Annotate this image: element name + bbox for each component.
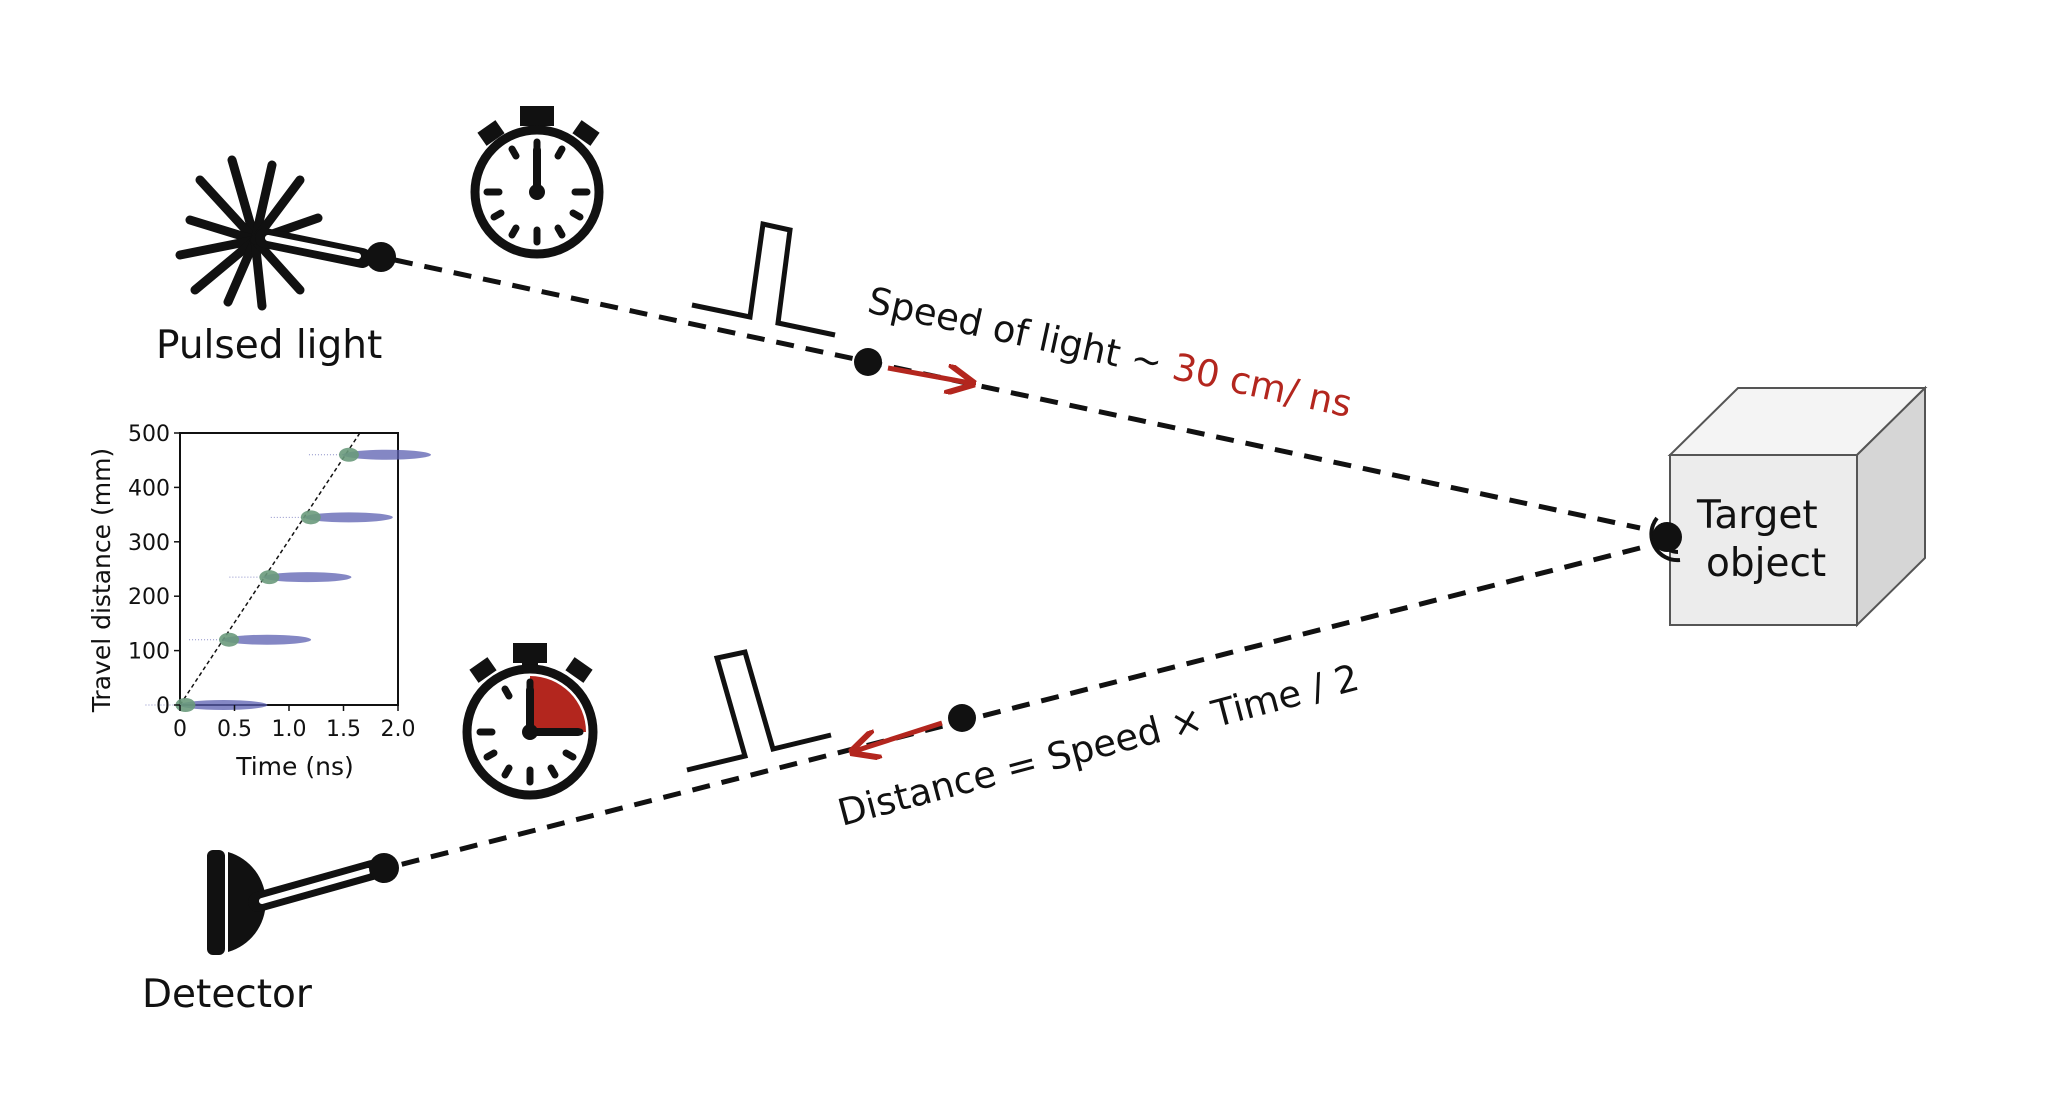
chart-point-streak: [223, 634, 312, 645]
return-beam: [394, 545, 1641, 869]
chart-ytick-label: 100: [128, 640, 170, 665]
chart-point: [300, 510, 321, 525]
chart-xtick-label: 0.5: [217, 717, 252, 742]
chart-point: [338, 447, 359, 462]
pulse-icon: [691, 220, 836, 338]
target-label-line1: Target: [1696, 493, 1818, 538]
chart-ytick-label: 500: [128, 422, 170, 447]
chart-ytick-label: 300: [128, 531, 170, 556]
chart-ylabel: Travel distance (mm): [87, 448, 116, 713]
pulse-position-return: [948, 704, 976, 732]
elapsed-wedge: [530, 676, 586, 732]
stopwatch-elapsed-icon: [462, 643, 598, 800]
chart-xtick-label: 2.0: [381, 717, 416, 742]
return-arrow-icon: [855, 720, 943, 751]
chart-xtick-label: 1.5: [326, 717, 361, 742]
chart-frame: [179, 432, 399, 706]
detector-icon: [207, 850, 382, 955]
arrow-icon: [887, 368, 970, 383]
chart-ytick-label: 200: [128, 585, 170, 610]
starburst-icon: [175, 155, 323, 311]
chart-point-streak: [342, 449, 431, 460]
detector-point: [369, 853, 399, 883]
target-label-line2: object: [1706, 541, 1826, 586]
chart-point-streak: [263, 572, 352, 583]
pulsed-light-label: Pulsed light: [156, 323, 382, 368]
speed-of-light-text: Speed of light ~ 30 cm/ ns: [864, 279, 1356, 426]
speed-value: 30 cm/ ns: [1169, 345, 1356, 426]
pulse-position-out: [854, 348, 882, 376]
reflection-point: [1649, 516, 1682, 563]
distance-formula: Distance = Speed × Time / 2: [833, 656, 1363, 835]
cube-icon: [1667, 385, 1928, 628]
chart-xtick-label: 1.0: [272, 717, 307, 742]
chart-ytick-label: 0: [156, 694, 170, 719]
chart-point-streak: [179, 700, 268, 710]
chart-point-streak: [304, 512, 393, 523]
chart-fit-line: [179, 432, 361, 706]
stopwatch-icon: [470, 106, 604, 259]
pulse-icon-return: [686, 649, 832, 773]
chart-point: [259, 570, 280, 585]
emitter-point: [366, 242, 396, 272]
outgoing-beam: [394, 257, 1641, 531]
chart-xlabel: Time (ns): [235, 752, 354, 781]
detector-label: Detector: [142, 972, 313, 1017]
chart-point: [219, 632, 240, 647]
chart-xtick-label: 0: [173, 717, 187, 742]
chart-ytick-label: 400: [128, 476, 170, 501]
